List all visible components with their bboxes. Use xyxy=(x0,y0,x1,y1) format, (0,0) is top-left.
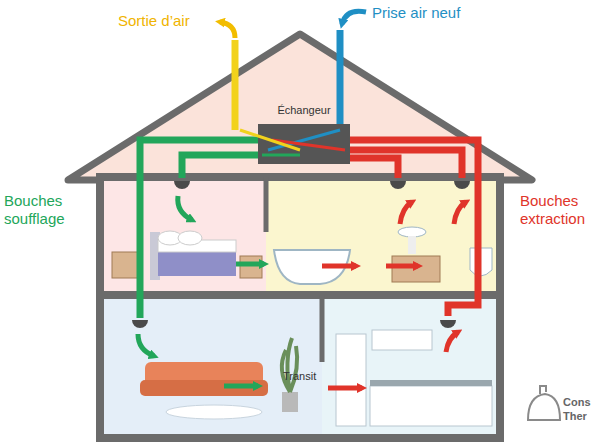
watermark-text: Ther xyxy=(563,410,595,423)
watermark-text: Cons xyxy=(563,396,595,409)
extract-label: Bouches extraction xyxy=(520,192,596,228)
supply-label: Bouches soufflage xyxy=(4,192,94,228)
exhaust-pipe xyxy=(232,40,239,130)
air-flow-arrows xyxy=(138,196,466,388)
living-room xyxy=(104,298,322,434)
extract-duct xyxy=(350,140,478,316)
bathroom xyxy=(266,180,496,292)
exchanger-flows xyxy=(240,130,345,155)
exhaust-arrow xyxy=(220,22,235,38)
vents xyxy=(132,181,470,328)
exchanger-node: Échangeur xyxy=(256,104,352,117)
intake-pipe xyxy=(337,30,344,130)
bed xyxy=(112,231,262,280)
extract-duct xyxy=(350,158,398,178)
supply-duct xyxy=(182,155,258,178)
walls xyxy=(100,177,500,438)
intake-arrow xyxy=(342,11,366,24)
kitchen xyxy=(322,298,496,434)
supply-duct xyxy=(140,140,258,318)
extract-duct xyxy=(350,150,462,178)
transit-label: Transit xyxy=(283,370,325,383)
living-furniture xyxy=(140,338,298,419)
exchanger-box xyxy=(258,124,350,164)
node-title: Échangeur xyxy=(256,104,352,117)
watermark-icon xyxy=(528,394,560,420)
outlet-label: Sortie d’air xyxy=(118,12,214,30)
bathroom-fixtures xyxy=(274,227,492,284)
intake-label: Prise air neuf xyxy=(372,4,492,22)
kitchen-furniture xyxy=(336,330,492,426)
bedroom xyxy=(104,180,266,292)
watermark-icon xyxy=(540,386,546,394)
